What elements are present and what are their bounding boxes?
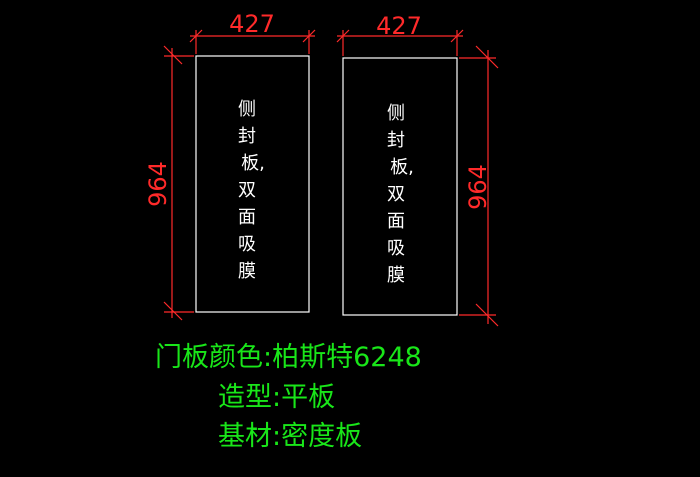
width-tick-right xyxy=(450,29,464,43)
panel-right-height-dimension xyxy=(459,45,499,327)
panel-right-width-label: 427 xyxy=(376,12,422,40)
panel-left-height-dimension xyxy=(163,45,194,321)
height-tick-top xyxy=(475,45,499,69)
panel-right-width-dimension xyxy=(336,29,464,56)
width-tick-left xyxy=(336,29,350,43)
panel-right-height-label: 964 xyxy=(464,164,492,210)
panel-left-height-label: 964 xyxy=(144,161,172,207)
panel-right-outline xyxy=(342,57,458,316)
panel-label-char: 吸 xyxy=(238,234,256,255)
base-material-note: 基材:密度板 xyxy=(218,421,363,452)
panel-label-char: 面 xyxy=(387,211,405,232)
panel-label-char: 侧 xyxy=(238,99,256,120)
panel-label-char: 封 xyxy=(387,130,405,151)
panel-label-char: 板, xyxy=(241,153,265,174)
panel-left-outline xyxy=(195,55,310,313)
panel-left: 427 964 侧 封 板, 双 面 吸 膜 xyxy=(144,10,316,321)
panel-left-label: 侧 封 板, 双 面 吸 膜 xyxy=(238,99,265,282)
panel-left-width-label: 427 xyxy=(229,10,275,38)
panel-label-char: 板, xyxy=(390,157,414,178)
panel-label-char: 封 xyxy=(238,126,256,147)
panel-left-width-dimension xyxy=(189,29,316,54)
panel-right: 427 964 侧 封 板, 双 面 吸 膜 xyxy=(336,12,499,327)
width-tick-left xyxy=(189,29,203,43)
height-tick-top xyxy=(163,45,183,65)
door-color-note: 门板颜色:柏斯特6248 xyxy=(155,342,422,373)
panel-label-char: 膜 xyxy=(387,265,405,286)
panel-label-char: 吸 xyxy=(387,238,405,259)
panel-label-char: 面 xyxy=(238,207,256,228)
panel-label-char: 双 xyxy=(387,184,405,205)
panel-right-label: 侧 封 板, 双 面 吸 膜 xyxy=(387,103,414,286)
shape-note: 造型:平板 xyxy=(218,382,336,413)
panel-label-char: 双 xyxy=(238,180,256,201)
panel-label-char: 侧 xyxy=(387,103,405,124)
width-tick-right xyxy=(302,29,316,43)
height-tick-bottom xyxy=(475,303,499,327)
height-tick-bottom xyxy=(163,301,183,321)
panel-label-char: 膜 xyxy=(238,261,256,282)
